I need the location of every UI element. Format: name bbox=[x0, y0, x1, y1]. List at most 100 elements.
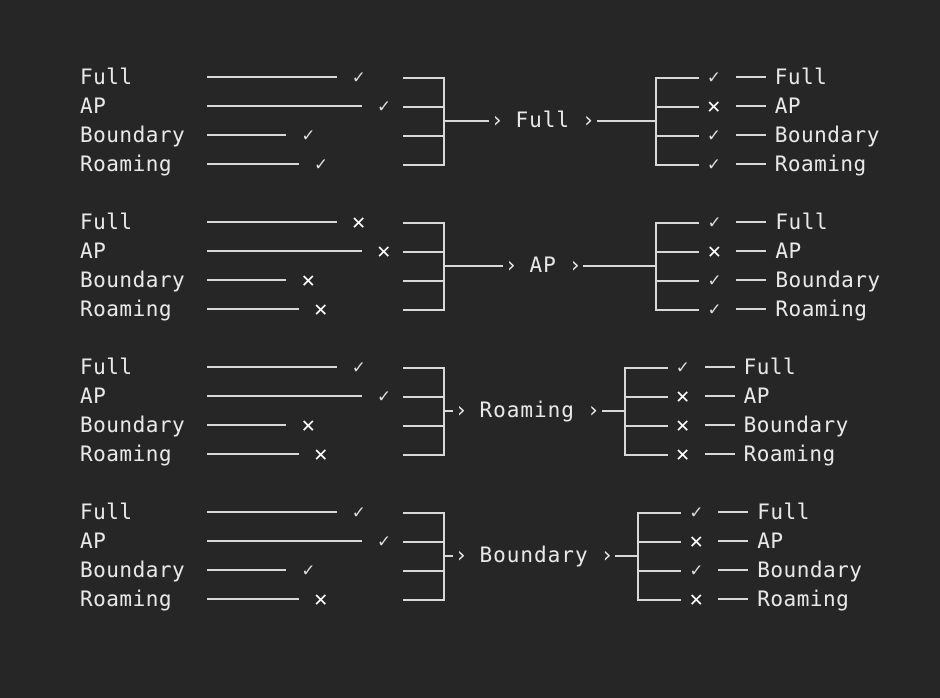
cross-icon: ✕ bbox=[314, 586, 328, 612]
connector-dash bbox=[704, 453, 735, 455]
outputs-block: ✓Full✕AP✓Boundary✓Roaming bbox=[654, 63, 880, 179]
bracket-spine bbox=[623, 366, 626, 455]
output-label: Boundary bbox=[775, 267, 881, 292]
input-row: Roaming ✕ bbox=[80, 585, 397, 614]
connector-dash bbox=[207, 511, 337, 513]
output-row: ✕AP bbox=[701, 237, 880, 266]
input-row: Full ✓ bbox=[80, 63, 397, 92]
output-row: ✓Full bbox=[701, 208, 880, 237]
connector-dash bbox=[207, 366, 337, 368]
output-row: ✓Roaming bbox=[701, 150, 880, 179]
output-bracket bbox=[654, 63, 701, 179]
outputs-block: ✓Full✕AP✕Boundary✕Roaming bbox=[623, 353, 849, 469]
outputs-block: ✓Full✕AP✓Boundary✓Roaming bbox=[655, 208, 880, 324]
bracket-stub bbox=[654, 76, 699, 79]
connector-dash bbox=[718, 540, 749, 542]
state-connector: ›AP› bbox=[444, 251, 656, 280]
bracket-stub bbox=[654, 105, 699, 108]
input-bracket bbox=[401, 208, 445, 324]
output-label: Roaming bbox=[743, 441, 836, 466]
output-label: Roaming bbox=[757, 586, 850, 611]
connector-dash bbox=[207, 598, 299, 600]
bracket-stub bbox=[637, 598, 682, 601]
bracket-spine bbox=[655, 221, 658, 310]
check-icon: ✓ bbox=[708, 268, 721, 291]
output-row: ✕Roaming bbox=[670, 440, 849, 469]
outputs-block: ✓Full✕AP✓Boundary✕Roaming bbox=[637, 498, 862, 614]
input-bracket bbox=[401, 353, 445, 469]
connector-dash bbox=[735, 105, 766, 107]
input-label: Boundary bbox=[80, 412, 186, 437]
input-label: Boundary bbox=[80, 267, 186, 292]
output-bracket bbox=[637, 498, 683, 614]
state-connector: ›Roaming› bbox=[444, 396, 624, 425]
arrow-line-in bbox=[444, 554, 453, 557]
bracket-stub bbox=[402, 105, 445, 108]
output-label: Boundary bbox=[743, 412, 849, 437]
state-connector: ›Full› bbox=[444, 106, 655, 135]
check-icon: ✓ bbox=[690, 500, 702, 523]
output-row: ✓ Boundary bbox=[701, 266, 880, 295]
inputs-block: Full✓AP✓Boundary✕Roaming✕ bbox=[80, 353, 445, 469]
bracket-stub bbox=[402, 308, 445, 311]
connector-dash bbox=[207, 76, 337, 78]
input-row: Boundary ✕ bbox=[80, 411, 397, 440]
output-rows: ✓Full✕AP✓Boundary✓Roaming bbox=[701, 208, 880, 324]
output-label: Boundary bbox=[774, 122, 880, 147]
input-label: Roaming bbox=[80, 586, 173, 611]
arrowhead-in-icon: › bbox=[454, 543, 468, 567]
output-row: ✓Boundary bbox=[683, 556, 862, 585]
output-row: ✕AP bbox=[670, 382, 849, 411]
input-row: AP✓ bbox=[80, 382, 397, 411]
connector-dash bbox=[736, 308, 767, 310]
input-row: Boundary ✕ bbox=[80, 266, 397, 295]
connector-dash bbox=[207, 221, 337, 223]
input-row: Boundary✓ bbox=[80, 556, 397, 585]
output-row: ✓Boundary bbox=[701, 121, 880, 150]
bracket-stub bbox=[402, 250, 445, 253]
input-rows: Full✓AP✓Boundary✕Roaming✕ bbox=[80, 353, 397, 469]
connector-dash bbox=[736, 279, 767, 281]
state-label: Roaming bbox=[479, 398, 575, 422]
cross-icon: ✕ bbox=[301, 412, 315, 438]
input-rows: Full✕AP✕Boundary✕Roaming✕ bbox=[80, 208, 397, 324]
bracket-stub bbox=[623, 395, 668, 398]
inputs-block: Full✓AP✓Boundary✓Roaming✕ bbox=[80, 498, 445, 614]
input-label: Full bbox=[80, 499, 133, 524]
output-label: AP bbox=[774, 93, 801, 118]
bracket-stub bbox=[655, 308, 700, 311]
output-label: Roaming bbox=[774, 151, 867, 176]
check-icon: ✓ bbox=[352, 65, 365, 88]
check-icon: ✓ bbox=[676, 355, 689, 378]
input-bracket bbox=[401, 63, 445, 179]
output-label: Full bbox=[775, 209, 828, 234]
state-label: AP bbox=[529, 253, 557, 277]
cross-icon: ✕ bbox=[377, 238, 391, 264]
bracket-stub bbox=[402, 163, 445, 166]
connector-dash bbox=[207, 105, 362, 107]
bracket-stub bbox=[402, 221, 445, 224]
input-rows: Full✓AP✓Boundary✓Roaming✓ bbox=[80, 63, 397, 179]
cross-icon: ✕ bbox=[301, 267, 315, 293]
input-label: Full bbox=[80, 209, 133, 234]
input-row: Full✓ bbox=[80, 353, 397, 382]
arrow-line-in bbox=[444, 264, 503, 267]
connector-dash bbox=[736, 250, 767, 252]
input-row: AP✓ bbox=[80, 92, 397, 121]
bracket-stub bbox=[402, 424, 445, 427]
arrowhead-out-icon: › bbox=[586, 398, 600, 422]
arrowhead-in-icon: › bbox=[504, 253, 518, 277]
check-icon: ✓ bbox=[315, 152, 327, 175]
connector-dash bbox=[207, 540, 362, 542]
connector-dash bbox=[704, 366, 735, 368]
connector-dash bbox=[207, 250, 362, 252]
output-row: ✕Roaming bbox=[683, 585, 862, 614]
output-label: Full bbox=[774, 64, 828, 89]
input-label: Boundary bbox=[80, 557, 186, 582]
input-label: Full bbox=[80, 64, 133, 89]
bracket-spine bbox=[442, 511, 445, 600]
arrowhead-out-icon: › bbox=[582, 108, 595, 132]
output-row: ✕AP bbox=[683, 527, 862, 556]
input-row: AP✕ bbox=[80, 237, 397, 266]
